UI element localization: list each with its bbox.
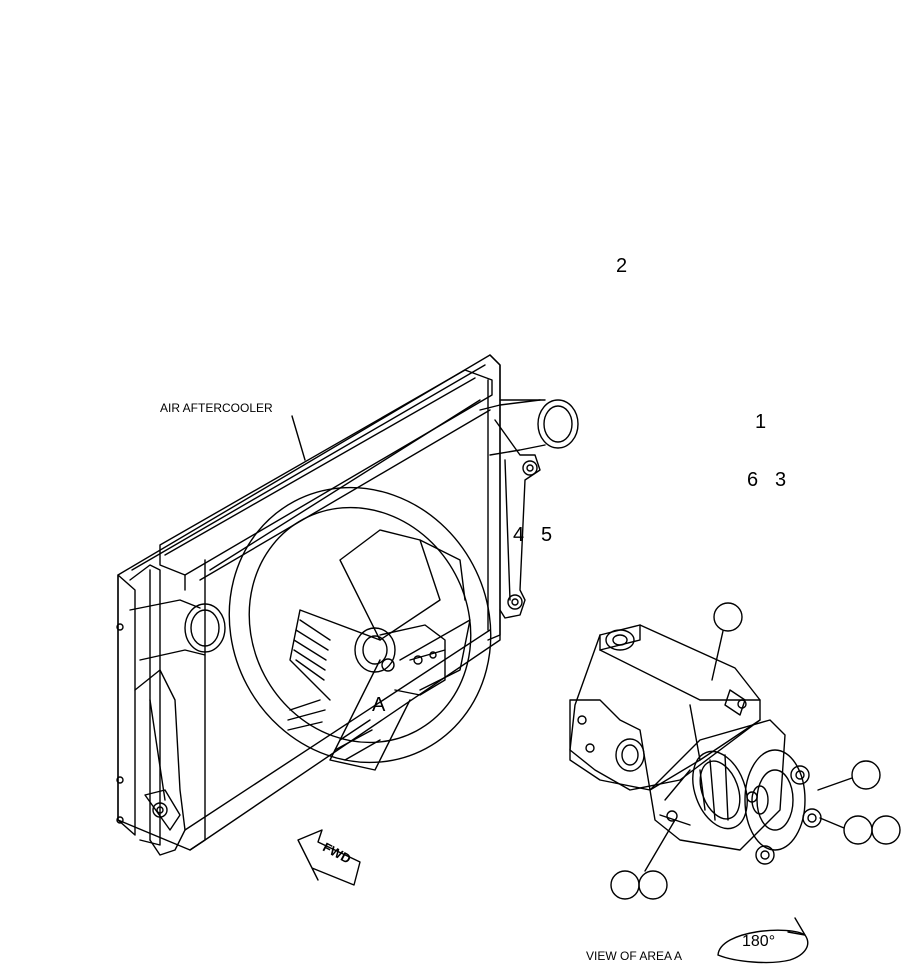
callout-2: 2 [616,255,627,277]
rotation-arrow-icon [717,917,809,964]
fwd-arrow-outline [297,829,361,886]
callout-3: 3 [775,469,786,491]
air-aftercooler-label: AIR AFTERCOOLER [160,401,273,415]
pump-detail [569,602,901,900]
rotation-label: 180° [742,933,775,950]
callout-1: 1 [755,411,766,433]
callout-6: 6 [747,469,758,491]
fwd-label: FWD [320,839,353,866]
aftercooler-assembly [116,354,579,856]
area-a-marker: A [372,694,386,716]
view-of-area-label: VIEW OF AREA A [586,949,682,963]
callout-5: 5 [541,524,552,546]
callout-4: 4 [513,524,524,546]
